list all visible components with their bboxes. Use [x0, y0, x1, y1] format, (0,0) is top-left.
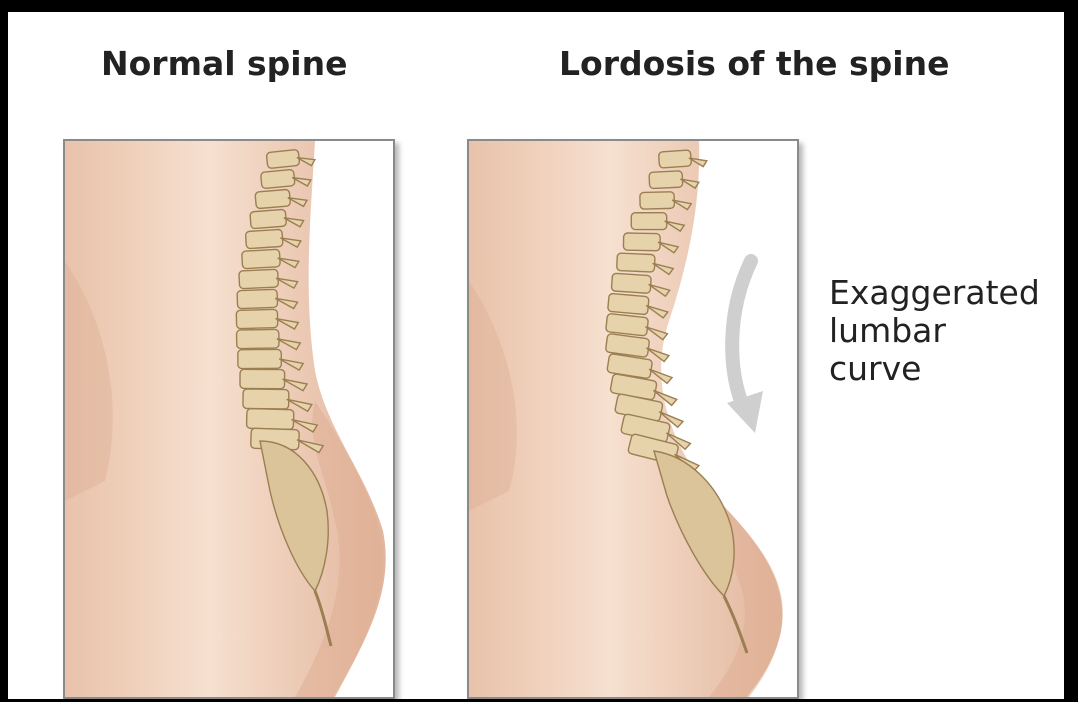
vertebra: [247, 409, 294, 430]
vertebra: [611, 273, 651, 293]
callout-line: Exaggerated: [829, 274, 1069, 312]
lordosis-spine-illustration: [469, 141, 797, 697]
normal-spine-title: Normal spine: [101, 44, 347, 83]
vertebra: [242, 249, 281, 268]
vertebra: [649, 171, 683, 189]
vertebra: [237, 289, 278, 308]
vertebra: [240, 369, 285, 388]
vertebra: [236, 309, 278, 328]
vertebra: [658, 150, 691, 168]
vertebra: [608, 293, 649, 314]
vertebra: [243, 389, 289, 409]
normal-spine-panel: [63, 139, 395, 699]
vertebra: [245, 229, 283, 248]
vertebra: [255, 189, 291, 208]
vertebra: [238, 349, 282, 368]
curved-down-arrow-icon: [727, 261, 763, 433]
vertebra: [617, 253, 655, 272]
vertebra: [631, 213, 666, 230]
vertebra: [266, 149, 299, 168]
vertebra: [606, 313, 649, 336]
lordosis-title: Lordosis of the spine: [559, 44, 949, 83]
vertebra: [237, 329, 280, 348]
vertebra: [623, 233, 660, 251]
vertebra: [261, 169, 296, 188]
lordosis-panel: [467, 139, 799, 699]
vertebra: [239, 269, 279, 288]
callout-line: curve: [829, 350, 1069, 388]
exaggerated-lumbar-curve-label: Exaggerated lumbar curve: [829, 274, 1069, 388]
normal-spine-illustration: [65, 141, 393, 697]
vertebra: [250, 209, 287, 228]
vertebra: [640, 192, 675, 209]
callout-line: lumbar: [829, 312, 1069, 350]
